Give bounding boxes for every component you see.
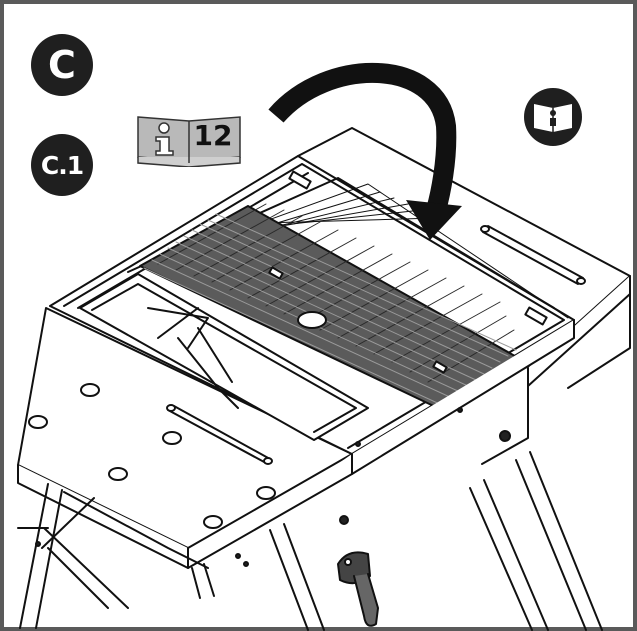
- leg-left-front: [19, 483, 63, 629]
- leg-right-1: [469, 479, 549, 631]
- read-manual-icon: [524, 88, 582, 146]
- step-badge-main: C: [31, 34, 93, 96]
- rotate-arrow: [268, 62, 457, 213]
- leg-center: [269, 523, 325, 631]
- leg-left-mid: [191, 563, 215, 599]
- step-badge-sub: C.1: [31, 134, 93, 196]
- reference-page-number: 12: [193, 119, 233, 152]
- leg-center-2: [177, 327, 239, 409]
- page-reference: 12: [136, 111, 243, 167]
- workbench-illustration: [17, 62, 631, 631]
- info-book-icon: [137, 116, 241, 167]
- leg-right-2: [515, 451, 603, 631]
